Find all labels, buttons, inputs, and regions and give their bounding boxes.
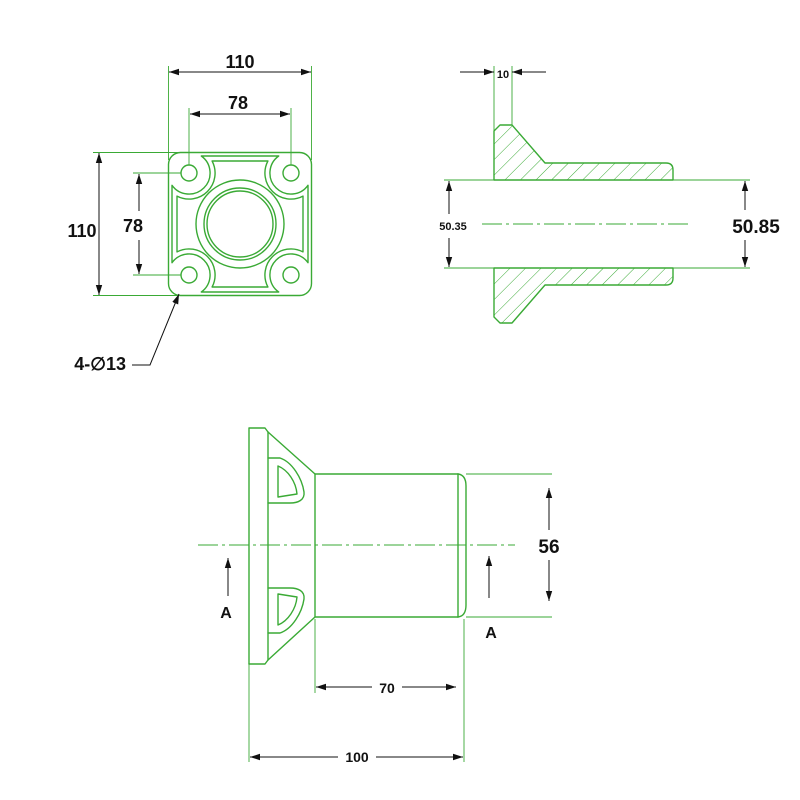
- upper-gusset-outer: [267, 457, 305, 504]
- bolt-hole-top-left: [180, 164, 198, 182]
- overall-length-label: 100: [345, 749, 369, 765]
- bore-chamfer-circle: [203, 187, 277, 261]
- flange-rib-outline: [176, 160, 304, 288]
- section-view: 10 50.35 50.85: [439, 66, 780, 324]
- side-outline-upper: [248, 427, 459, 665]
- flange-thickness-label: 10: [497, 69, 509, 81]
- lower-gusset-outer: [267, 587, 305, 634]
- hole-callout-label: 4-∅13: [74, 354, 126, 374]
- front-view: 110 78 110 78 4-∅13: [67, 52, 313, 374]
- side-view: A A 56 70 100: [198, 427, 560, 765]
- boss-outer-circle: [195, 179, 285, 269]
- overall-width-label: 110: [225, 52, 254, 72]
- hole-spacing-horizontal-label: 78: [228, 93, 248, 113]
- section-upper-wall: [493, 124, 674, 181]
- section-lower-wall: [493, 267, 674, 324]
- bore-diameter-right-label: 50.85: [732, 217, 780, 238]
- overall-height-label: 110: [67, 221, 96, 241]
- flange-plate-outline: [167, 151, 313, 297]
- hole-callout-leader: [132, 293, 180, 366]
- hole-spacing-vertical-label: 78: [123, 216, 143, 236]
- bore-diameter-left-label: 50.35: [439, 221, 467, 233]
- section-mark-right: A: [485, 625, 497, 642]
- flange-pad-outline: [171, 155, 309, 293]
- tube-length-label: 70: [379, 680, 395, 696]
- bolt-hole-bottom-right: [282, 266, 300, 284]
- upper-gusset-inner: [277, 465, 298, 498]
- section-mark-left: A: [220, 605, 232, 622]
- tube-diameter-label: 56: [538, 537, 559, 558]
- bolt-hole-top-right: [282, 164, 300, 182]
- bolt-hole-bottom-left: [180, 266, 198, 284]
- lower-gusset-inner: [277, 593, 298, 626]
- bore-circle: [206, 190, 274, 258]
